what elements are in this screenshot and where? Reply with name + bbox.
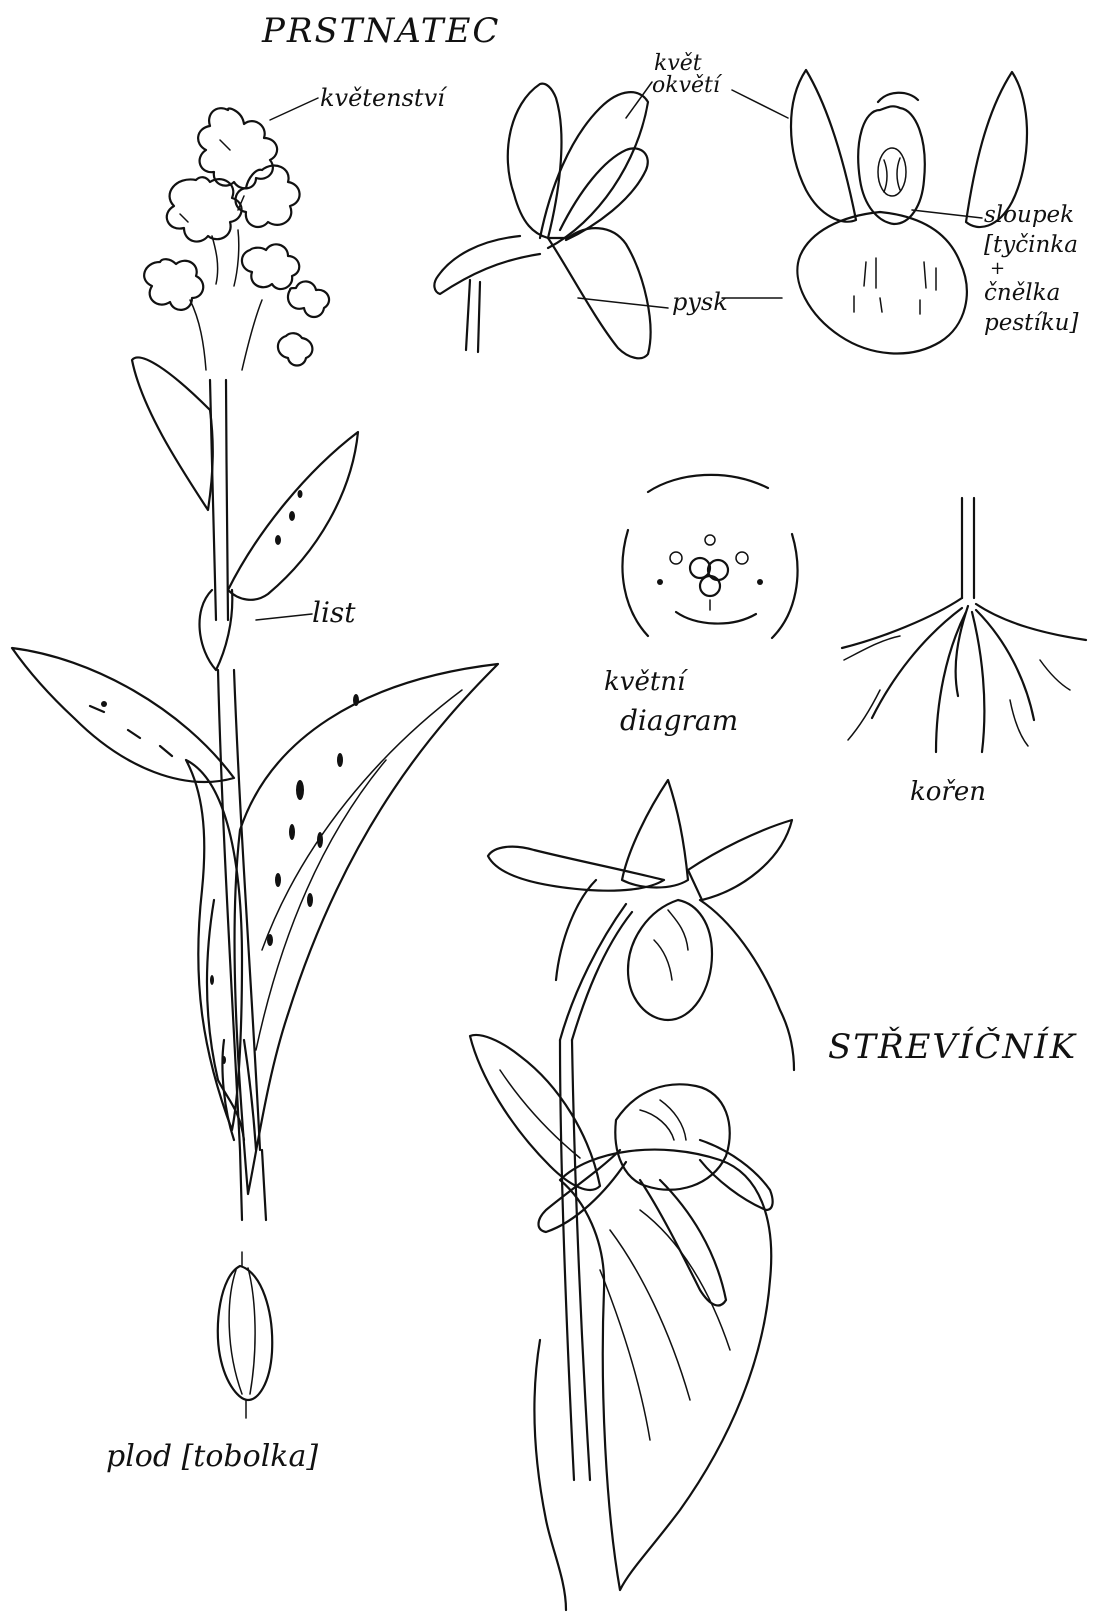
fruit-capsule-drawing xyxy=(218,1252,272,1418)
floral-diagram-drawing xyxy=(622,475,797,638)
label-column-line4: čnělka xyxy=(984,280,1060,306)
leader-lines xyxy=(256,82,788,620)
cypripedium-upper-stem xyxy=(560,904,632,1040)
sheath-leaf-veins xyxy=(600,1210,730,1440)
title-cypripedium: STŘEVÍČNÍK xyxy=(828,1026,1078,1067)
orchis-upper-stem xyxy=(210,380,228,620)
label-inflorescence: květenství xyxy=(320,84,448,112)
label-root: kořen xyxy=(910,777,986,807)
right-leaf-veins xyxy=(256,690,462,1050)
cypripedium-lower-sheath xyxy=(534,1340,566,1610)
label-flower-line2: okvětí xyxy=(652,73,723,98)
left-leaf-spots xyxy=(90,701,172,756)
inflorescence-drawing xyxy=(144,108,329,370)
cypripedium-sheath-leaf xyxy=(560,1150,771,1590)
right-leaf-spots xyxy=(267,694,359,946)
label-column-line3: + xyxy=(990,258,1005,279)
label-column-line2: [tyčinka xyxy=(984,232,1078,258)
title-orchis: PRSTNATEC xyxy=(261,11,500,51)
label-diagram-line1: květní xyxy=(604,667,689,697)
flower-side-view xyxy=(434,84,668,359)
orchis-bract-leaf xyxy=(132,357,213,510)
orchis-right-leaf xyxy=(235,664,498,1194)
label-lip: pysk xyxy=(672,288,728,316)
label-column-line5: pestíku] xyxy=(984,310,1078,336)
label-diagram-line2: diagram xyxy=(620,704,738,737)
cypripedium-left-leaf xyxy=(470,1035,600,1190)
label-fruit: plod [tobolka] xyxy=(106,1439,318,1474)
orchis-left-leaf xyxy=(12,648,234,782)
root-drawing xyxy=(842,498,1086,752)
cypripedium-stem xyxy=(560,1040,590,1480)
cypripedium-plant xyxy=(470,780,794,1610)
label-column-line1: sloupek xyxy=(984,202,1074,228)
orchis-plant xyxy=(12,108,498,1220)
label-leaf: list xyxy=(312,596,356,629)
